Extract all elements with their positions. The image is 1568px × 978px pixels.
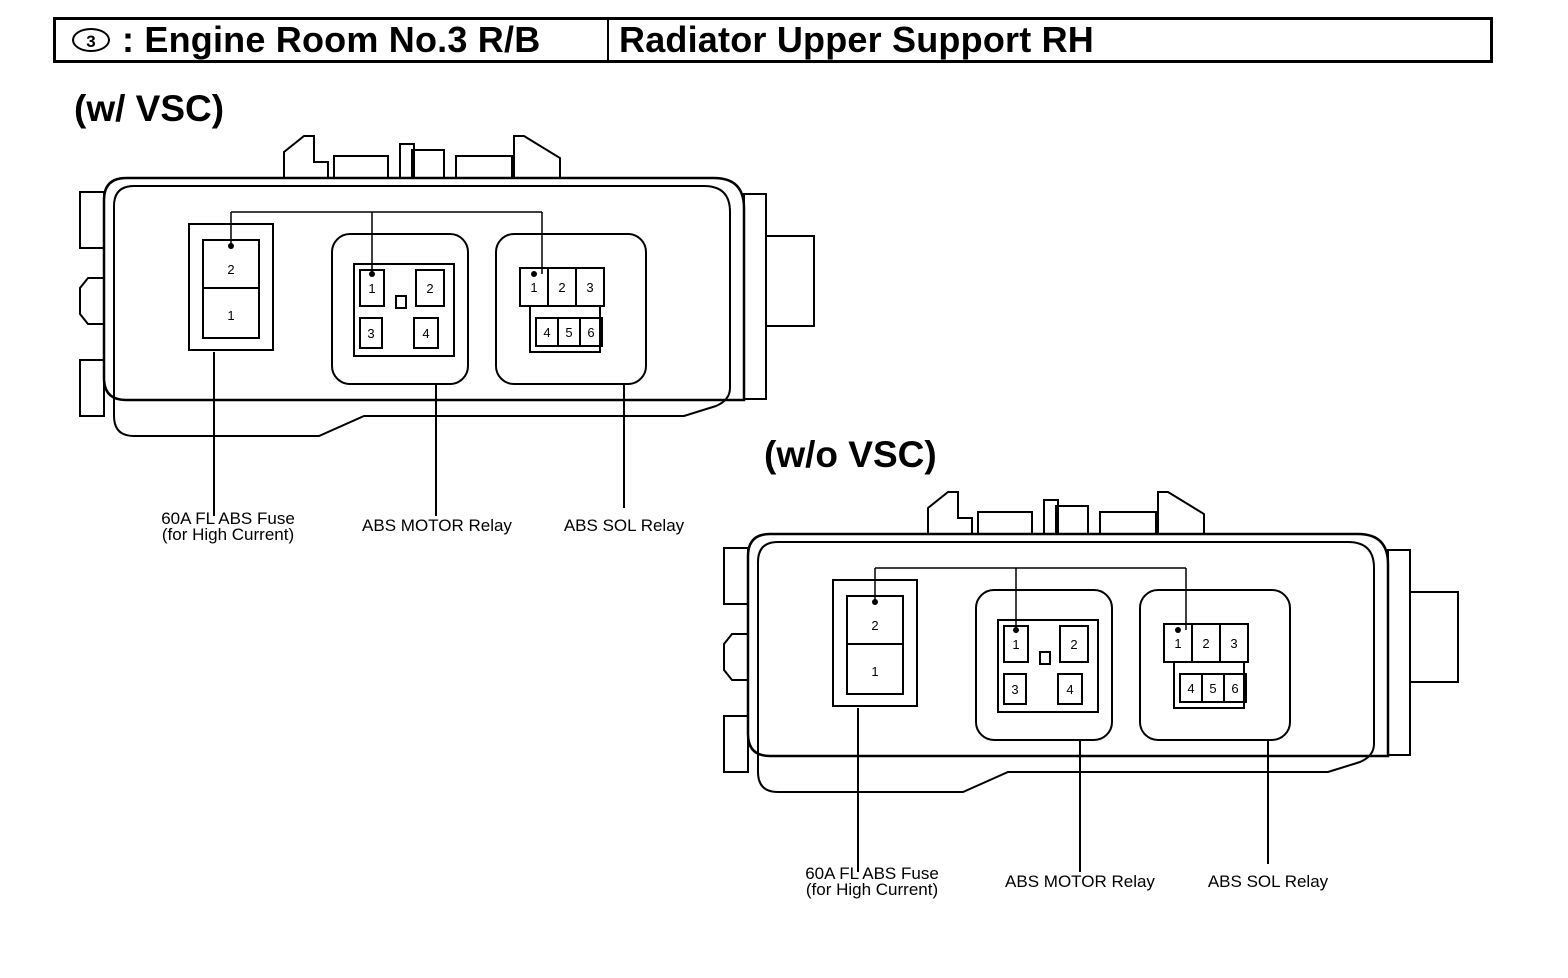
sol-relay-terminal-3: 3 [586, 280, 593, 295]
sol-relay-terminal-6: 6 [1231, 681, 1238, 696]
motor-relay-terminal-4: 4 [1066, 682, 1073, 697]
variant-title-without-vsc: (w/o VSC) [764, 434, 937, 475]
location-name: : Engine Room No.3 R/B [122, 19, 541, 60]
sol-relay-terminal-4: 4 [1187, 681, 1194, 696]
motor-relay-terminal-3: 3 [367, 326, 374, 341]
fuse-terminal-2: 2 [227, 262, 234, 277]
left-tab [723, 715, 749, 773]
location-number-badge: 3 [72, 28, 110, 52]
motor-relay-terminal-1: 1 [1012, 637, 1019, 652]
motor-relay-label-without-vsc: ABS MOTOR Relay [1005, 872, 1155, 891]
sol-relay-socket [495, 233, 647, 385]
sol-relay-terminal-4: 4 [543, 325, 550, 340]
left-tab [79, 191, 105, 249]
mount-position-cell: Radiator Upper Support RH [609, 19, 1490, 60]
sol-relay-label-with-vsc: ABS SOL Relay [563, 516, 685, 535]
motor-relay-terminal-3: 3 [1011, 682, 1018, 697]
variant-title-with-vsc: (w/ VSC) [74, 88, 225, 129]
right-connector [765, 235, 815, 327]
top-boss [1043, 499, 1059, 535]
sol-relay-label-without-vsc: ABS SOL Relay [1207, 872, 1329, 891]
motor-relay-terminal-2-box [1059, 625, 1089, 663]
sol-relay-terminal-6: 6 [587, 325, 594, 340]
motor-relay-socket [331, 233, 469, 385]
terminal-1-marker [1175, 627, 1181, 633]
left-tab [79, 359, 105, 417]
motor-relay-terminal-2: 2 [1070, 637, 1077, 652]
left-clip [79, 277, 104, 325]
motor-relay-socket [975, 589, 1113, 741]
motor-relay-body [353, 263, 455, 357]
fuse-label-without-vsc: 60A FL ABS Fuse (for High Current) [782, 864, 962, 899]
fuse-label-line1: 60A FL ABS Fuse [161, 509, 295, 528]
motor-relay-body [997, 619, 1099, 713]
motor-relay-terminal-4-box [413, 317, 439, 349]
top-boss [283, 135, 329, 178]
top-boss [1099, 511, 1157, 535]
fuse-terminal-2: 2 [871, 618, 878, 633]
housing-outline [102, 176, 746, 402]
motor-relay-terminal-2: 2 [426, 281, 433, 296]
top-boss [1055, 505, 1089, 535]
top-boss [455, 155, 513, 179]
fuse-label-line2: (for High Current) [805, 880, 939, 899]
sol-relay-terminal-1: 1 [1174, 636, 1181, 651]
top-boss [927, 491, 973, 534]
fuse-terminal-1: 1 [227, 308, 234, 323]
sol-relay-terminal-5: 5 [1209, 681, 1216, 696]
sol-relay-terminal-2: 2 [1202, 636, 1209, 651]
sol-relay-terminal-6-box [1223, 673, 1247, 703]
housing-inner-outline [757, 541, 1375, 793]
fuse-label-with-vsc: 60A FL ABS Fuse (for High Current) [138, 509, 318, 544]
fuse-terminal-1: 1 [871, 664, 878, 679]
sol-relay-lower-frame [1173, 661, 1245, 709]
left-tab [723, 547, 749, 605]
sol-relay-terminal-6-box [579, 317, 603, 347]
fuse-label-line2: (for High Current) [161, 525, 295, 544]
sol-relay-terminal-5: 5 [565, 325, 572, 340]
motor-relay-key [395, 295, 407, 309]
top-boss [333, 155, 389, 179]
terminal-1-marker [531, 271, 537, 277]
fuse-label-line1: 60A FL ABS Fuse [805, 864, 939, 883]
sol-relay-terminal-1: 1 [530, 280, 537, 295]
top-boss [513, 135, 561, 178]
top-boss [411, 149, 445, 179]
sol-relay-lower-frame [529, 305, 601, 353]
location-cell: 3 : Engine Room No.3 R/B [56, 19, 609, 60]
motor-relay-key [1039, 651, 1051, 665]
sol-relay-terminal-3: 3 [1230, 636, 1237, 651]
motor-relay-terminal-3-box [1003, 673, 1027, 705]
location-header: 3 : Engine Room No.3 R/B Radiator Upper … [53, 17, 1493, 63]
top-boss [399, 143, 415, 179]
motor-relay-terminal-3-box [359, 317, 383, 349]
motor-relay-terminal-2-box [415, 269, 445, 307]
housing-inner-outline [113, 185, 731, 437]
right-rail [743, 193, 767, 400]
motor-relay-terminal-4-box [1057, 673, 1083, 705]
top-boss [1157, 491, 1205, 534]
right-connector [1409, 591, 1459, 683]
sol-relay-terminal-2: 2 [558, 280, 565, 295]
motor-relay-terminal-4: 4 [422, 326, 429, 341]
right-rail [1387, 549, 1411, 756]
housing-outline [746, 532, 1390, 758]
left-clip [723, 633, 748, 681]
mount-position: Radiator Upper Support RH [619, 19, 1095, 60]
sol-relay-socket [1139, 589, 1291, 741]
motor-relay-label-with-vsc: ABS MOTOR Relay [362, 516, 512, 535]
top-boss [977, 511, 1033, 535]
motor-relay-terminal-1: 1 [368, 281, 375, 296]
